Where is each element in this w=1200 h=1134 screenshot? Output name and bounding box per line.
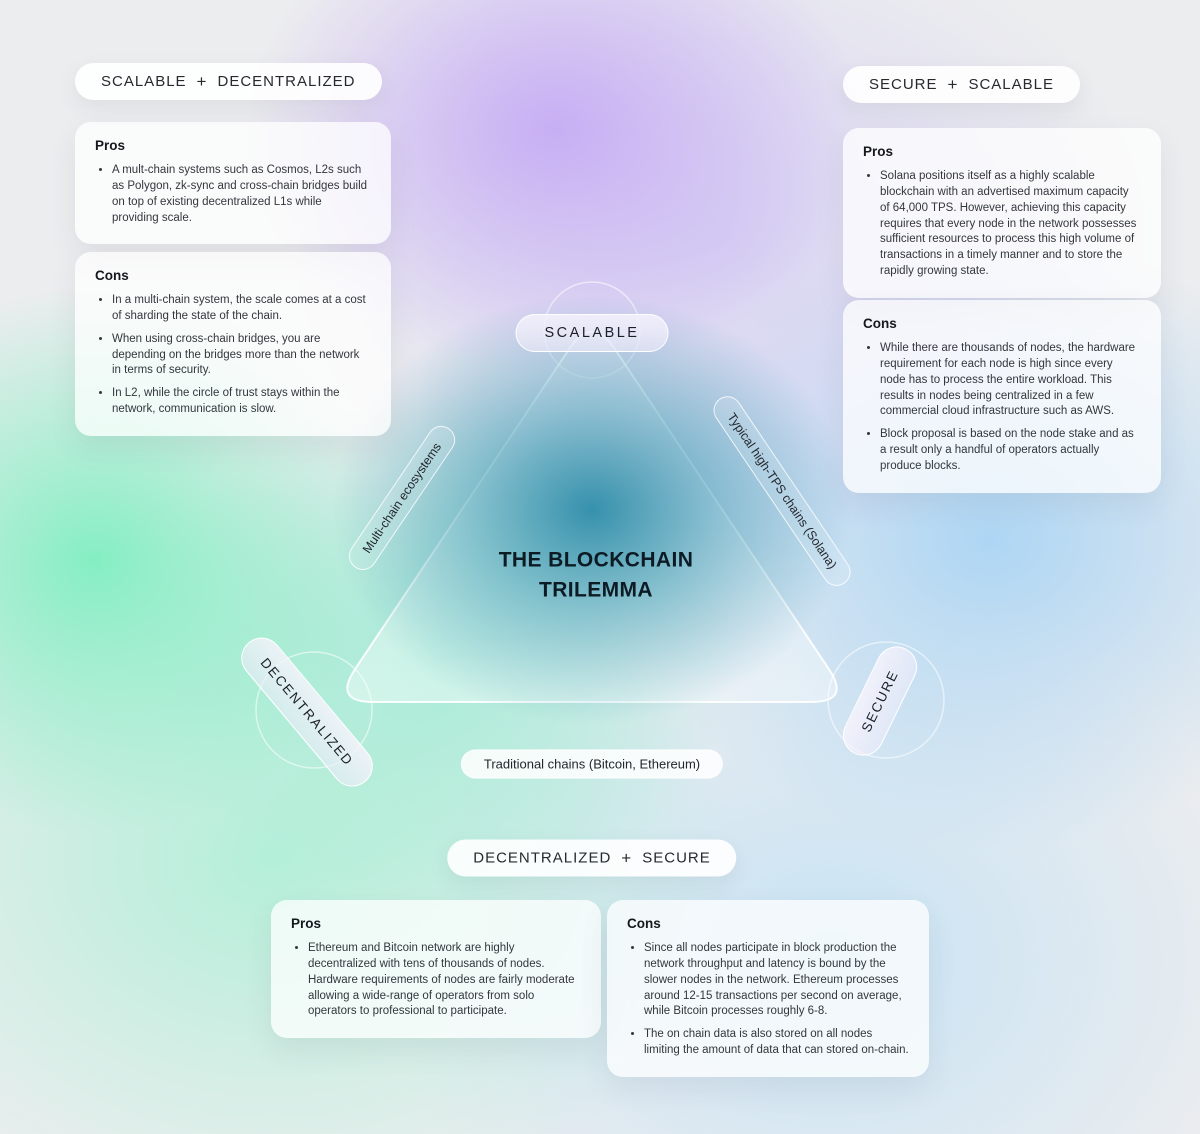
plus-icon: + bbox=[196, 71, 208, 91]
heading-text: SECURE bbox=[869, 76, 938, 93]
plus-icon: + bbox=[621, 848, 633, 867]
scalable-decentralized-cons-card: Cons In a multi-chain system, the scale … bbox=[75, 252, 391, 437]
scalable-decentralized-pros-card: Pros A mult-chain systems such as Cosmos… bbox=[75, 122, 391, 245]
section-heading-scalable-decentralized: SCALABLE + DECENTRALIZED bbox=[75, 63, 382, 100]
edge-label-traditional-chains: Traditional chains (Bitcoin, Ethereum) bbox=[460, 749, 724, 779]
pros-title: Pros bbox=[291, 916, 322, 931]
cons-title: Cons bbox=[627, 916, 661, 931]
triangle-outline bbox=[346, 330, 838, 703]
bullet-item: In a multi-chain system, the scale comes… bbox=[112, 293, 371, 325]
title-line-2: TRILEMMA bbox=[538, 579, 653, 602]
vertex-pill-scalable: SCALABLE bbox=[515, 314, 669, 352]
cons-title: Cons bbox=[95, 268, 129, 283]
vertex-pill-secure: SECURE bbox=[835, 639, 925, 763]
pros-title: Pros bbox=[95, 138, 126, 153]
vertex-pill-decentralized: DECENTRALIZED bbox=[232, 629, 382, 795]
secure-scalable-cons-card: Cons While there are thousands of nodes,… bbox=[843, 300, 1161, 493]
heading-text: DECENTRALIZED bbox=[217, 73, 356, 90]
title-line-1: THE BLOCKCHAIN bbox=[498, 548, 694, 572]
heading-text: SCALABLE bbox=[968, 76, 1054, 93]
pros-list: Ethereum and Bitcoin network are highly … bbox=[291, 941, 581, 1020]
cons-title: Cons bbox=[863, 316, 897, 331]
decentralized-secure-pros-card: Pros Ethereum and Bitcoin network are hi… bbox=[271, 900, 601, 1039]
heading-text: DECENTRALIZED bbox=[473, 849, 612, 867]
bullet-item: A mult-chain systems such as Cosmos, L2s… bbox=[112, 163, 371, 226]
pros-list: Solana positions itself as a highly scal… bbox=[863, 169, 1141, 280]
bullet-item: In L2, while the circle of trust stays w… bbox=[112, 386, 371, 418]
bullet-item: When using cross-chain bridges, you are … bbox=[112, 332, 371, 380]
heading-text: SCALABLE bbox=[101, 73, 187, 90]
heading-text: SECURE bbox=[642, 849, 711, 867]
secure-scalable-pros-card: Pros Solana positions itself as a highly… bbox=[843, 128, 1161, 299]
decentralized-secure-cons-card: Cons Since all nodes participate in bloc… bbox=[607, 900, 929, 1078]
bullet-item: Block proposal is based on the node stak… bbox=[880, 427, 1141, 475]
section-heading-decentralized-secure: DECENTRALIZED + SECURE bbox=[447, 839, 737, 877]
cons-list: In a multi-chain system, the scale comes… bbox=[95, 293, 371, 418]
bullet-item: Solana positions itself as a highly scal… bbox=[880, 169, 1141, 280]
bullet-item: Ethereum and Bitcoin network are highly … bbox=[308, 941, 581, 1020]
bullet-item: Since all nodes participate in block pro… bbox=[644, 941, 909, 1020]
plus-icon: + bbox=[947, 74, 959, 94]
section-heading-secure-scalable: SECURE + SCALABLE bbox=[843, 66, 1080, 103]
pros-list: A mult-chain systems such as Cosmos, L2s… bbox=[95, 163, 371, 226]
pros-title: Pros bbox=[863, 144, 894, 159]
bullet-item: While there are thousands of nodes, the … bbox=[880, 341, 1141, 420]
bullet-item: The on chain data is also stored on all … bbox=[644, 1027, 909, 1059]
cons-list: While there are thousands of nodes, the … bbox=[863, 341, 1141, 475]
cons-list: Since all nodes participate in block pro… bbox=[627, 941, 909, 1059]
page-title: THE BLOCKCHAIN TRILEMMA bbox=[426, 546, 766, 607]
